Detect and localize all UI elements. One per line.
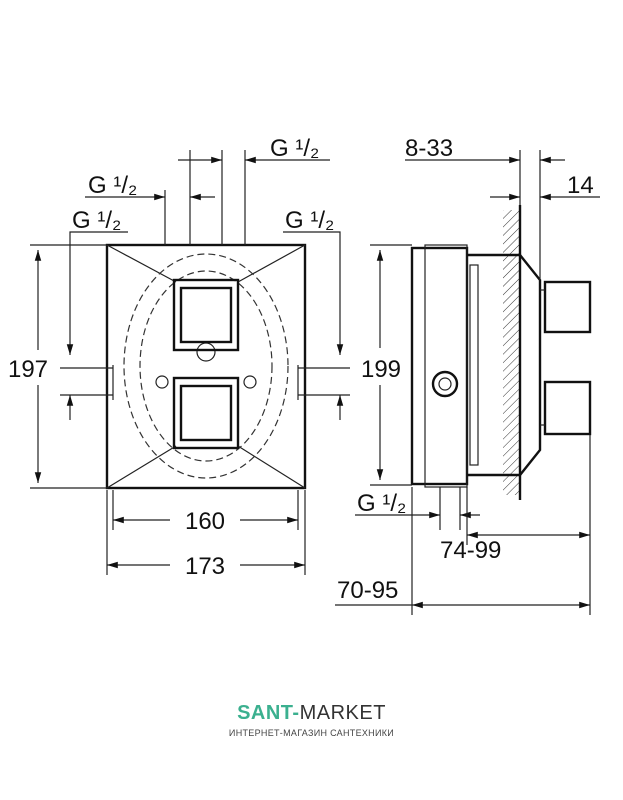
dim-flange-14: 14 — [567, 172, 594, 199]
dim-width-173: 173 — [185, 553, 225, 580]
thread-label-left: G ¹/₂ — [72, 207, 121, 234]
logo-brand-accent: SANT- — [237, 702, 300, 724]
thread-label-bottom: G ¹/₂ — [357, 490, 406, 517]
upper-spindle — [543, 280, 592, 334]
dim-width-160: 160 — [185, 508, 225, 535]
thread-label-top-left: G ¹/₂ — [88, 172, 137, 199]
dim-height-199: 199 — [361, 356, 401, 383]
body-side — [410, 246, 469, 486]
dim-wall-8-33: 8-33 — [405, 135, 453, 162]
side-view: 199 8-33 14 G ¹/₂ 74-99 70-95 — [335, 135, 600, 615]
upper-valve-square — [172, 278, 240, 352]
thread-label-top-right: G ¹/₂ — [270, 135, 319, 162]
thread-label-right: G ¹/₂ — [285, 207, 334, 234]
logo: SANT-MARKET — [0, 702, 623, 725]
wall-hatch — [503, 210, 520, 495]
logo-brand-rest: MARKET — [299, 702, 386, 724]
dim-depth-70-95: 70-95 — [337, 577, 398, 604]
lower-spindle — [543, 380, 592, 436]
dim-height-197: 197 — [8, 356, 48, 383]
front-view: 197 160 173 G ¹/₂ G ¹/₂ G ¹/₂ G ¹/₂ — [8, 135, 350, 580]
mounting-box-outline — [105, 243, 307, 490]
dim-depth-74-99: 74-99 — [440, 537, 501, 564]
lower-valve-square — [172, 376, 240, 450]
logo-tagline: ИНТЕРНЕТ-МАГАЗИН САНТЕХНИКИ — [228, 728, 395, 738]
